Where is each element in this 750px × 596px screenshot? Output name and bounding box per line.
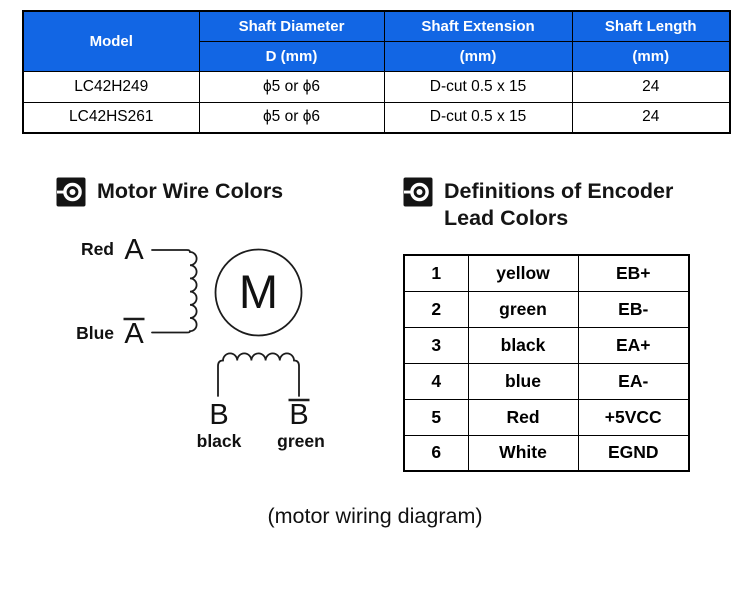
encoder-pin: 4 [403,362,469,400]
spec-row: LC42HS261 ϕ5 or ϕ6 D-cut 0.5 x 15 24 [22,101,731,134]
spec-header-shaft-length: Shaft Length [571,10,731,42]
encoder-row: 6 White EGND [403,434,690,472]
motor-circle [214,248,303,337]
terminal-a-label: A [124,234,144,266]
terminal-a-bar-label: A [124,318,144,350]
section-title-line1: Definitions of Encoder [444,179,674,203]
spec-cell-shaft-extension: D-cut 0.5 x 15 [383,101,573,134]
wire-color-blue-label: Blue [76,323,114,343]
spec-header-shaft-diameter-unit: D (mm) [198,40,385,72]
spec-header-shaft-diameter: Shaft Diameter [198,10,385,42]
spec-header-shaft-extension: Shaft Extension [383,10,573,42]
figure-caption: (motor wiring diagram) [267,504,483,528]
spec-row: LC42H249 ϕ5 or ϕ6 D-cut 0.5 x 15 24 [22,70,731,103]
spec-table: Model Shaft Diameter Shaft Extension Sha… [22,10,731,134]
encoder-signal: EB+ [577,254,690,292]
encoder-pin: 5 [403,398,469,436]
spec-header-row-2: D (mm) (mm) (mm) [23,40,731,72]
encoder-row: 3 black EA+ [403,326,690,364]
spec-cell-shaft-length: 24 [571,101,731,134]
spec-cell-model: LC42H249 [22,70,200,103]
spec-header-shaft-length-unit: (mm) [571,40,731,72]
target-bullet-icon [56,177,86,212]
spec-cell-model: LC42HS261 [22,101,200,134]
motor-symbol: M [239,265,278,318]
encoder-lead-table: 1 yellow EB+ 2 green EB- 3 black EA+ 4 b… [403,254,690,472]
encoder-color: black [467,326,579,364]
encoder-color: Red [467,398,579,436]
section-title: Motor Wire Colors [97,179,284,203]
terminal-b-label: B [209,399,228,431]
encoder-signal: +5VCC [577,398,690,436]
encoder-row: 4 blue EA- [403,362,690,400]
spec-header-row-1: Model Shaft Diameter Shaft Extension Sha… [22,10,731,72]
spec-cell-shaft-extension: D-cut 0.5 x 15 [383,70,573,103]
encoder-lead-colors-heading: Definitions of Encoder Lead Colors [403,177,673,232]
encoder-signal: EA+ [577,326,690,364]
encoder-color: blue [467,362,579,400]
wire-color-red-label: Red [81,239,114,259]
encoder-color: White [467,434,579,472]
encoder-signal: EB- [577,290,690,328]
section-title-line2: Lead Colors [444,206,569,230]
encoder-pin: 6 [403,434,469,472]
section-title: Definitions of Encoder Lead Colors [444,178,673,232]
spec-cell-shaft-diameter: ϕ5 or ϕ6 [198,70,385,103]
spec-header-shaft-extension-unit: (mm) [383,40,573,72]
encoder-row: 1 yellow EB+ [403,254,690,292]
spec-cell-shaft-diameter: ϕ5 or ϕ6 [198,101,385,134]
encoder-pin: 3 [403,326,469,364]
terminal-b-bar-label: B [289,399,308,431]
spec-cell-shaft-length: 24 [571,70,731,103]
encoder-signal: EGND [577,434,690,472]
phase-a-winding [151,249,198,334]
wire-color-black-label: black [197,431,242,451]
target-bullet-icon [403,177,433,212]
encoder-pin: 2 [403,290,469,328]
motor-wire-colors-heading: Motor Wire Colors [56,177,283,212]
encoder-color: green [467,290,579,328]
encoder-color: yellow [467,254,579,292]
encoder-signal: EA- [577,362,690,400]
encoder-row: 5 Red +5VCC [403,398,690,436]
phase-b-winding [217,352,300,397]
wire-color-green-label: green [277,431,325,451]
encoder-pin: 1 [403,254,469,292]
encoder-row: 2 green EB- [403,290,690,328]
spec-header-model: Model [22,10,200,72]
motor-wiring-diagram: Red A Blue A M B B black green [76,234,325,451]
